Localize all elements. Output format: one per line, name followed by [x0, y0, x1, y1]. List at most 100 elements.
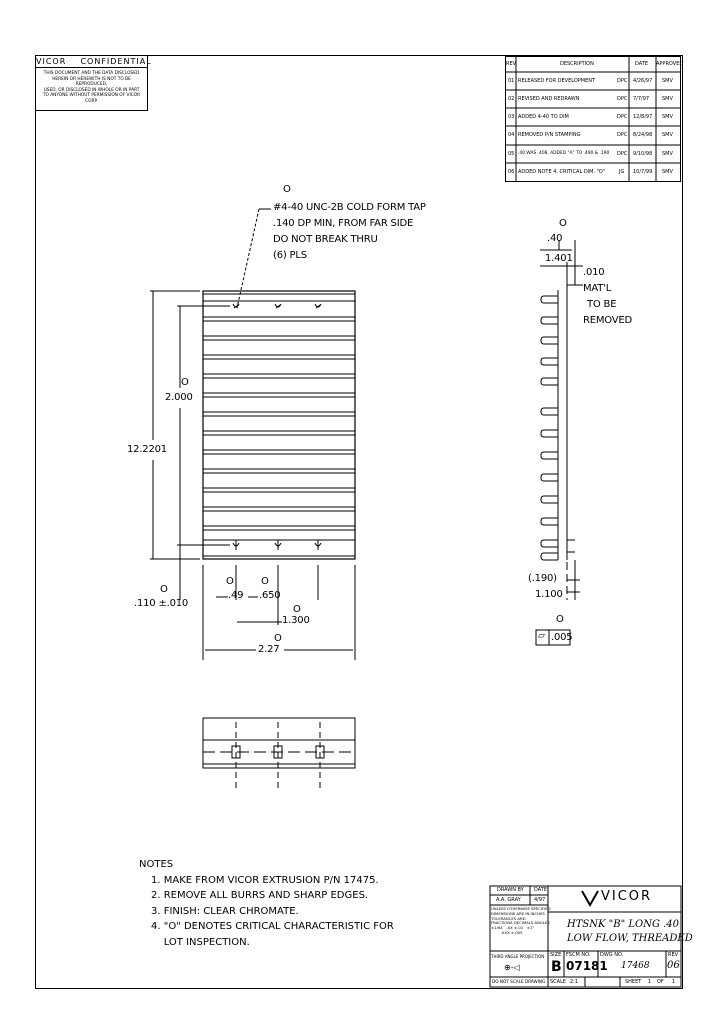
- rev-date: 7/7/97: [633, 96, 650, 102]
- note-item: 2. REMOVE ALL BURRS AND SHARP EDGES.: [151, 890, 369, 901]
- rev-approver: SMV: [662, 169, 673, 175]
- size-value: B: [551, 959, 562, 975]
- tolerance-line: TOLERANCES ARE:: [491, 915, 527, 921]
- revision-table: REV DESCRIPTION DATE APPROVED 01 RELEASE…: [505, 56, 684, 182]
- of-value: 1: [672, 979, 676, 985]
- rev-number: 04: [508, 132, 515, 138]
- rev-number: 01: [508, 78, 515, 84]
- rev-approver: SMV: [662, 151, 673, 157]
- rev-description: ADDED NOTE 4, CRITICAL DIM. "O": [518, 169, 606, 175]
- drawn-by-value: A.A. GRAY: [496, 897, 521, 903]
- tap-callout-line: (6) PLS: [273, 250, 307, 261]
- rev-date: 4/26/97: [633, 78, 653, 84]
- rev-approver: SMV: [662, 78, 673, 84]
- notes-heading: NOTES: [139, 859, 174, 870]
- rev-date: 12/8/97: [633, 114, 653, 120]
- rev-author: DPC: [617, 78, 628, 84]
- drawing-border: [35, 55, 683, 989]
- vicor-logo: VICOR: [601, 889, 653, 904]
- overall-length-dimension: 12.2201: [127, 444, 167, 455]
- scale-value: 2:1: [570, 979, 579, 985]
- flatness-value: .005: [551, 632, 573, 643]
- rev-description: RELEASED FOR DEVELOPMENT: [518, 78, 596, 84]
- tolerance-line: FRACTIONS DECIMALS ANGLES: [491, 920, 550, 926]
- tolerance-line: .XXX ±.005: [491, 929, 523, 935]
- confidential-title: VICOR CONFIDENTIAL: [36, 57, 152, 68]
- rev-approver: SMV: [662, 132, 673, 138]
- confidential-box: VICOR CONFIDENTIAL THIS DOCUMENT AND THE…: [35, 55, 152, 111]
- rev-number: 02: [508, 96, 515, 102]
- tolerance-line: ±1/64 .XX ±.01 ±1°: [491, 925, 535, 931]
- fin-gap-marker: O: [559, 218, 567, 229]
- rev-author: DPC: [617, 96, 628, 102]
- drawing-title-line1: HTSNK "B" LONG .40: [567, 919, 680, 930]
- tap-callout-line: DO NOT BREAK THRU: [273, 234, 378, 245]
- tap-callout-line: .140 DP MIN, FROM FAR SIDE: [273, 218, 414, 229]
- confidential-line: USED, OR DISCLOSED IN WHOLE OR IN PART: [43, 87, 140, 93]
- rev-author: DPC: [617, 114, 628, 120]
- rev-author: DPC: [617, 151, 628, 157]
- height-marker: O: [556, 614, 564, 625]
- rev-date: 10/7/99: [633, 169, 653, 175]
- size-label: SIZE: [550, 952, 562, 958]
- tap-callout-line: #4-40 UNC-2B COLD FORM TAP: [273, 202, 426, 213]
- note-item: 4. "O" DENOTES CRITICAL CHARACTERISTIC F…: [151, 921, 394, 932]
- date-label: DATE: [534, 887, 548, 893]
- confidential-line: HEREIN OR HEREWITH IS NOT TO BE REPRODUC…: [52, 76, 131, 88]
- date-header: DATE: [635, 61, 649, 67]
- hole-spacing-dimension: 2.000: [165, 392, 193, 403]
- note-item: 3. FINISH: CLEAR CHROMATE.: [151, 905, 299, 917]
- width-dimension: 2.27: [258, 644, 280, 655]
- confidential-line: THIS DOCUMENT AND THE DATA DISCLOSED: [43, 71, 140, 76]
- material-removed-note: MAT'L: [583, 283, 612, 294]
- note-item: LOT INSPECTION.: [151, 936, 250, 948]
- base-thickness-dimension: (.190): [528, 573, 557, 584]
- rev-author: JG: [619, 169, 625, 175]
- hole-spacing-marker: O: [181, 377, 189, 388]
- fin-width-dimension: 1.401: [545, 253, 573, 264]
- fin-gap-dimension: .40: [547, 233, 563, 244]
- notes-block: NOTES 1. MAKE FROM VICOR EXTRUSION P/N 1…: [139, 857, 394, 950]
- projection-symbol: ⊕-◁: [504, 963, 520, 972]
- rev-number: 05: [508, 151, 515, 157]
- edge-offset-dimension: .110 ±.010: [134, 598, 189, 609]
- approved-header: APPROVED: [656, 61, 684, 67]
- rev-header: REV: [506, 61, 517, 67]
- rev-number: 03: [508, 114, 515, 120]
- rev-description: .40 WAS .408. ADDED "A" TO .490 & .190: [518, 151, 610, 156]
- tolerance-block: UNLESS OTHERWISE SPECIFIED DIMENSIONS AR…: [491, 906, 551, 936]
- of-label: OF: [657, 979, 664, 985]
- vicor-logo-mark: [581, 890, 599, 907]
- material-removed-note: REMOVED: [583, 315, 633, 326]
- hole-pitch-marker: O: [261, 576, 269, 587]
- drawn-by-label: DRAWN BY: [497, 887, 524, 893]
- projection-label: THIRD ANGLE PROJECTION: [491, 954, 545, 959]
- hole-pitch-dimension: .650: [259, 590, 281, 601]
- middle-marker: O: [293, 604, 301, 615]
- flatness-symbol: ▱: [538, 631, 545, 641]
- tolerance-line: UNLESS OTHERWISE SPECIFIED: [491, 906, 551, 911]
- rev-label: REV: [668, 952, 679, 958]
- fscm-value: 07181: [566, 959, 608, 973]
- confidential-line: TO ANYONE WITHOUT PERMISSION OF VICOR CO…: [42, 93, 141, 104]
- drawing-number-label: DWG NO.: [600, 952, 624, 958]
- first-hole-marker: O: [226, 576, 234, 587]
- rev-author: DPC: [617, 132, 628, 138]
- note-item: 1. MAKE FROM VICOR EXTRUSION P/N 17475.: [151, 874, 379, 886]
- rev-value: 06: [667, 960, 680, 971]
- height-dimension: 1.100: [535, 589, 563, 600]
- material-removed-note: TO BE: [587, 299, 617, 310]
- edge-offset-marker: O: [160, 584, 168, 595]
- rev-description: ADDED 4-40 TO DIM: [518, 114, 569, 120]
- rev-date: 8/24/98: [633, 132, 653, 138]
- sheet-value: 1: [648, 979, 652, 985]
- sheet-label: SHEET: [625, 979, 642, 985]
- drawing-title-line2: LOW FLOW, THREADED: [567, 933, 693, 944]
- middle-dimension: 1.300: [282, 615, 310, 626]
- rev-description: REVISED AND REDRAWN: [518, 96, 580, 102]
- fscm-label: FSCM NO.: [566, 952, 591, 958]
- scale-label: SCALE: [550, 979, 567, 985]
- rev-number: 06: [508, 169, 515, 175]
- rev-description: REMOVED P/N STAMPING: [518, 132, 581, 138]
